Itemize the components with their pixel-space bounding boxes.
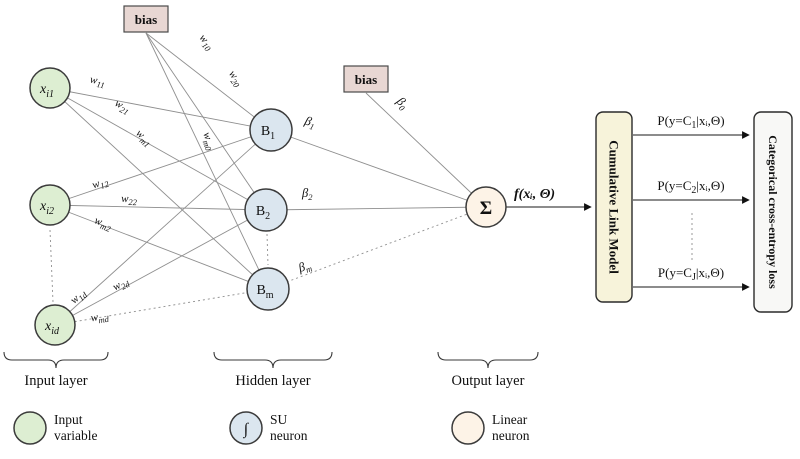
hidden-layer-label: Hidden layer: [235, 373, 310, 389]
bias-box-top-rect: [123, 5, 169, 33]
input-node-3: xid: [34, 304, 76, 346]
bias-mid-label: bias: [355, 72, 377, 87]
bias-edges: [145, 32, 487, 290]
legend-linear-circle: [451, 411, 485, 445]
bias-top-label: bias: [135, 12, 157, 27]
weight-label-w12: w12: [91, 175, 111, 194]
weight-labels: w11 w21 wm1 w10 w20 wm0 w12 w22 wm2 w1d …: [68, 32, 245, 327]
f-output-label: f(xᵢ, Θ): [514, 187, 555, 202]
legend-input-line1: Input: [54, 412, 83, 427]
prob-label-3: P(y=CJ|xᵢ,Θ): [658, 265, 724, 283]
legend-linear-line1: Linear: [492, 412, 528, 427]
prob-label-1: P(y=C1|xᵢ,Θ): [657, 113, 724, 131]
output-node-circle: [465, 186, 507, 228]
loss-label: Categorical cross-entropy loss: [766, 135, 780, 289]
input-layer-label: Input layer: [24, 373, 87, 389]
weight-label-wm0: wm0: [199, 131, 218, 153]
weight-label-w10: w10: [195, 32, 216, 54]
input-node-1: xi1: [29, 67, 71, 109]
output-node-sum: Σ: [465, 186, 507, 228]
layer-braces: Input layer Hidden layer Output layer: [3, 351, 539, 389]
edge-bias1-bm: [145, 32, 269, 290]
beta-label-0: β0: [392, 94, 412, 114]
sigma-label: Σ: [480, 198, 492, 219]
edge-bias2-sum: [365, 92, 487, 208]
hidden-node-3: Bm: [246, 267, 290, 311]
input-layer-brace: [3, 351, 109, 369]
input-node-1-label: xi1: [39, 82, 54, 100]
legend: Input variable ∫ SU neuron Linear neuron: [13, 411, 530, 445]
edge-xi1-b2: [49, 87, 267, 211]
weight-label-wmd: wmd: [90, 310, 110, 327]
flow-arrows: [506, 131, 750, 291]
weight-label-w21: w21: [112, 97, 133, 117]
weight-label-w22: w22: [121, 193, 138, 207]
hidden-output-edges: [265, 129, 487, 290]
cumulative-link-model-box: Cumulative Link Model: [595, 111, 633, 303]
legend-linear-line2: neuron: [492, 428, 530, 443]
clm-rect: [595, 111, 633, 303]
loss-box: Categorical cross-entropy loss: [753, 111, 793, 313]
hidden-node-3-circle: [246, 267, 290, 311]
legend-su-line2: neuron: [270, 428, 308, 443]
edge-b2-sum: [265, 206, 487, 211]
prob-label-2: P(y=C2|xᵢ,Θ): [657, 178, 724, 196]
hidden-layer-brace: [213, 351, 333, 369]
edge-xi1-b1: [49, 87, 272, 131]
edge-bias1-b2: [145, 32, 267, 211]
input-node-1-circle: [29, 67, 71, 109]
hidden-node-1-label: B1: [261, 124, 275, 142]
edge-xid-b2: [54, 209, 267, 326]
beta-label-m: βm: [296, 258, 314, 277]
hidden-ellipsis: [266, 233, 269, 266]
edge-xi2-bm: [49, 204, 269, 290]
input-ellipsis: [49, 229, 54, 303]
weight-label-w11: w11: [89, 74, 107, 91]
input-node-3-label: xid: [44, 319, 60, 337]
hidden-node-3-label: Bm: [256, 283, 273, 301]
input-node-2-circle: [29, 184, 71, 226]
input-node-2: xi2: [29, 184, 71, 226]
legend-su-line1: SU: [270, 412, 288, 427]
beta-labels: β1 β2 βm β0: [296, 94, 412, 277]
bias-box-mid-rect: [343, 65, 389, 93]
weight-label-w1d: w1d: [68, 287, 90, 309]
weight-label-w20: w20: [224, 68, 245, 90]
legend-input-circle: [13, 411, 47, 445]
edge-bias1-b1: [145, 32, 272, 131]
bias-box-top: bias: [123, 5, 169, 33]
legend-su-circle: [229, 411, 263, 445]
bias-box-mid: bias: [343, 65, 389, 93]
input-node-3-circle: [34, 304, 76, 346]
output-layer-brace: [437, 351, 539, 369]
edge-xi2-b2: [49, 204, 267, 211]
ellipsis-lines: [49, 213, 693, 303]
clm-label: Cumulative Link Model: [607, 140, 622, 274]
beta-label-1: β1: [302, 113, 318, 132]
hidden-node-2-label: B2: [256, 204, 270, 222]
weight-label-w2d: w2d: [111, 275, 132, 295]
edge-bm-sum: [267, 206, 487, 290]
edge-b1-sum: [270, 129, 487, 208]
input-hidden-edges: [49, 87, 272, 326]
hidden-node-1: B1: [249, 108, 293, 152]
legend-input-line2: variable: [54, 428, 97, 443]
edge-xi1-bm: [49, 87, 269, 290]
integral-icon: ∫: [243, 421, 250, 439]
weight-label-wm1: wm1: [132, 127, 155, 149]
output-layer-label: Output layer: [452, 373, 525, 389]
probability-labels: P(y=C1|xᵢ,Θ) P(y=C2|xᵢ,Θ) P(y=CJ|xᵢ,Θ): [657, 113, 724, 283]
weight-label-wm2: wm2: [92, 214, 114, 234]
edge-xi2-b1: [49, 129, 272, 206]
hidden-node-2-circle: [244, 188, 288, 232]
edge-xid-b1: [54, 129, 272, 326]
beta-label-2: β2: [301, 186, 313, 202]
input-node-2-label: xi2: [39, 199, 54, 217]
loss-rect: [753, 111, 793, 313]
edge-xid-bm: [54, 288, 269, 326]
hidden-node-2: B2: [244, 188, 288, 232]
hidden-node-1-circle: [249, 108, 293, 152]
